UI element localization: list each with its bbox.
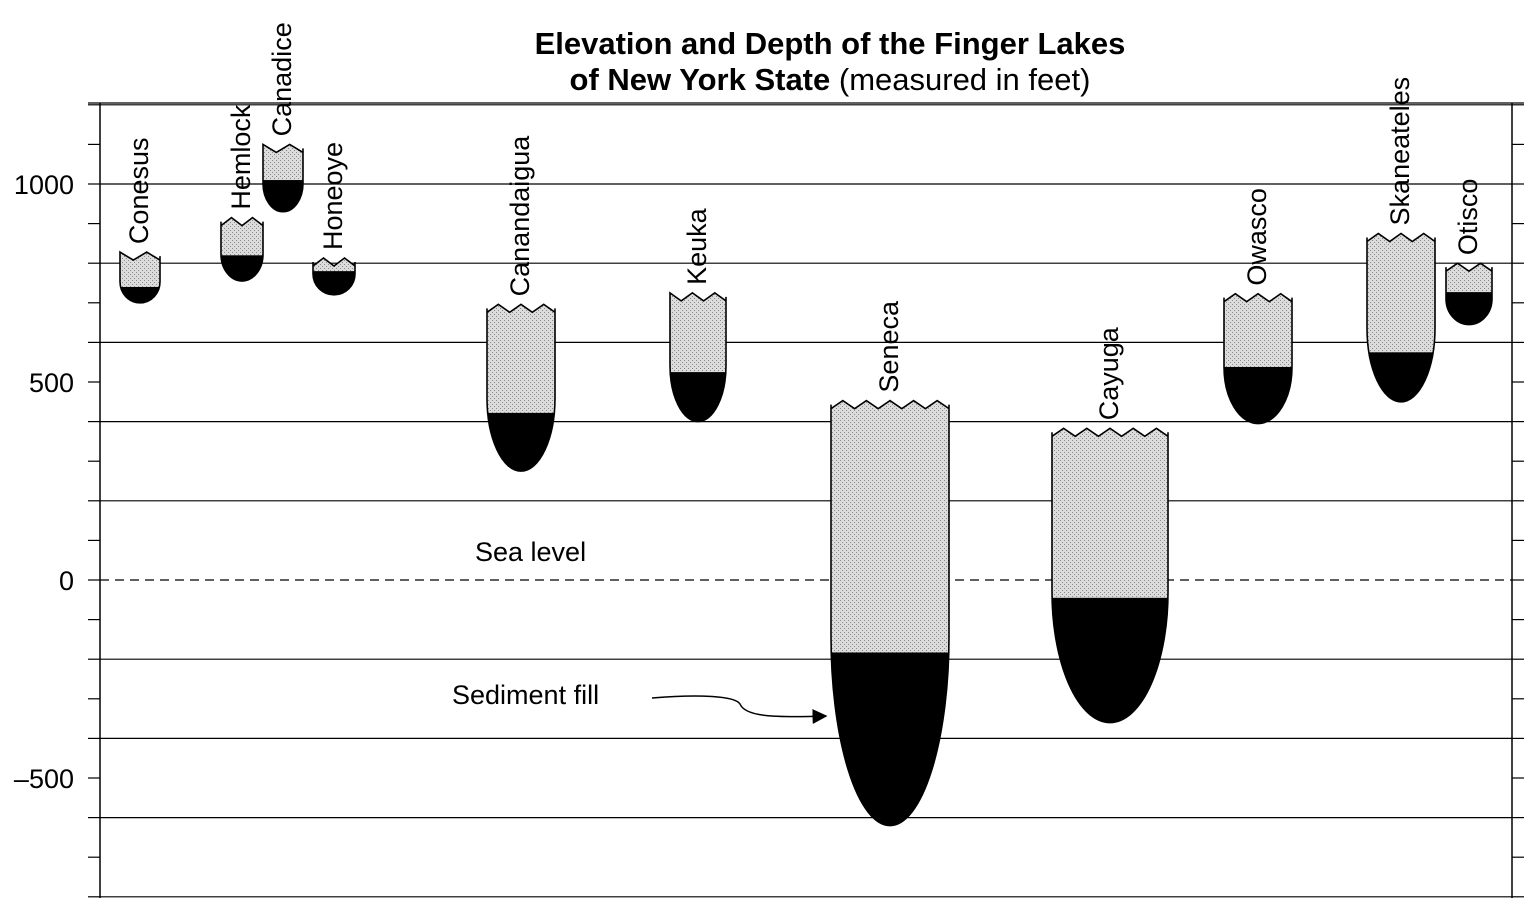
lake-name-keuka: Keuka [682, 207, 712, 285]
lake-name-cayuga: Cayuga [1094, 326, 1124, 420]
sediment-fill-label: Sediment fill [452, 680, 599, 710]
lake-outline [1223, 292, 1293, 425]
lake-hemlock: Hemlock [220, 104, 264, 282]
lake-outline [312, 256, 356, 296]
chart-title: Elevation and Depth of the Finger Lakes … [330, 26, 1330, 98]
sediment-fill [313, 271, 355, 295]
sea-level-label: Sea level [475, 537, 586, 567]
lake-name-hemlock: Hemlock [226, 104, 256, 210]
y-tick-label: 0 [59, 566, 74, 596]
lake-outline [830, 399, 950, 827]
lake-canadice: Canadice [262, 22, 304, 213]
y-tick-label: –500 [14, 764, 74, 794]
lake-name-otisco: Otisco [1453, 179, 1483, 256]
sediment-fill [1052, 597, 1168, 723]
lake-outline [1445, 262, 1493, 326]
lake-outline [486, 303, 556, 472]
lake-cayuga: Cayuga [1051, 326, 1169, 724]
sediment-fill [263, 180, 303, 212]
title-line2-bold: of New York State [569, 62, 831, 97]
lake-conesus: Conesus [119, 137, 161, 304]
sediment-fill [1446, 292, 1492, 325]
lake-otisco: Otisco [1445, 179, 1493, 326]
sediment-fill [831, 652, 949, 826]
lake-honeoye: Honeoye [312, 142, 356, 296]
y-tick-label: 1000 [14, 170, 74, 200]
lake-keuka: Keuka [669, 207, 727, 423]
water-fill [1052, 428, 1168, 598]
sediment-fill [221, 255, 263, 282]
lake-name-seneca: Seneca [874, 300, 904, 393]
lake-name-conesus: Conesus [124, 137, 154, 244]
grid: 1000 500 0 –500 [14, 102, 1524, 898]
sediment-fill [487, 412, 555, 472]
water-fill [1367, 233, 1435, 353]
lake-name-canandaigua: Canandaigua [505, 135, 535, 297]
water-fill [1446, 263, 1492, 293]
lake-name-skaneateles: Skaneateles [1385, 77, 1415, 226]
lake-outline [1366, 232, 1436, 403]
lake-name-canadice: Canadice [267, 22, 297, 136]
water-fill [831, 400, 949, 653]
sediment-fill [120, 286, 160, 303]
water-fill [1224, 293, 1292, 367]
water-fill [120, 252, 160, 287]
lake-outline [220, 216, 264, 282]
water-fill [263, 144, 303, 181]
title-line1: Elevation and Depth of the Finger Lakes [534, 26, 1126, 61]
lake-canandaigua: Canandaigua [486, 135, 556, 472]
y-tick-label: 500 [29, 368, 74, 398]
water-fill [313, 258, 355, 272]
lake-outline [1051, 427, 1169, 724]
lake-outline [119, 250, 161, 304]
lake-seneca: Seneca [830, 300, 950, 827]
lake-outline [669, 291, 727, 423]
water-fill [487, 304, 555, 413]
title-line2-normal: (measured in feet) [838, 62, 1091, 97]
lake-skaneateles: Skaneateles [1366, 77, 1436, 403]
sediment-fill [1367, 352, 1435, 402]
sediment-arrow [651, 695, 828, 724]
lake-name-owasco: Owasco [1242, 188, 1272, 286]
sediment-fill [670, 372, 726, 422]
lake-owasco: Owasco [1223, 188, 1293, 425]
sediment-fill [1224, 366, 1292, 424]
water-fill [670, 292, 726, 373]
lake-name-honeoye: Honeoye [318, 142, 348, 250]
lake-outline [262, 142, 304, 213]
